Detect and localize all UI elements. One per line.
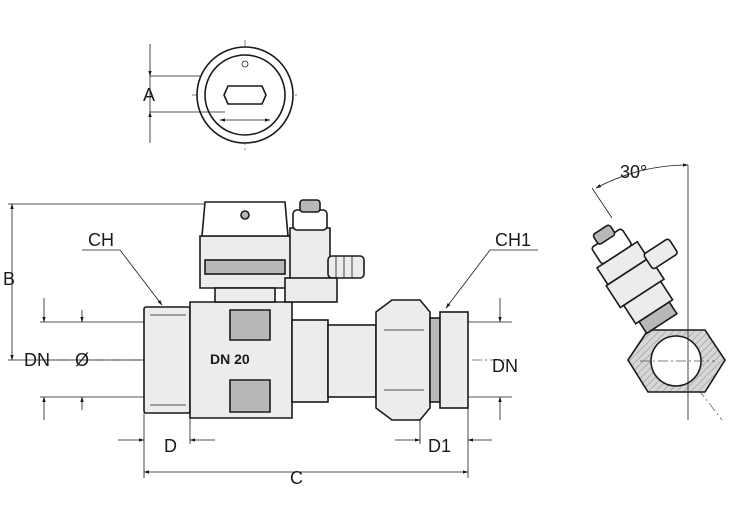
label-a: A [143, 85, 155, 105]
label-b: B [3, 269, 15, 289]
leader-ch1: CH1 [445, 230, 538, 309]
label-dn-right: DN [492, 356, 518, 376]
label-ch: CH [88, 230, 114, 250]
top-view-cap [192, 40, 300, 150]
front-view-valve: DN 20 [40, 199, 505, 421]
label-ch1: CH1 [495, 230, 531, 250]
dimension-b: B [3, 203, 205, 361]
label-d1: D1 [428, 436, 451, 456]
label-d: D [164, 436, 177, 456]
label-angle: 30° [620, 162, 647, 182]
side-view-valve [591, 224, 726, 421]
label-dn-left: DN [24, 350, 50, 370]
dimension-angle: 30° [591, 162, 689, 420]
dimension-d: D [118, 413, 215, 478]
dimension-d1: D1 [395, 408, 492, 478]
label-diameter: Ø [75, 350, 89, 370]
dimension-dn-left: DN Ø [24, 298, 144, 420]
dimension-c: C [143, 468, 469, 488]
dimension-a: A [143, 44, 225, 143]
leader-ch: CH [82, 230, 163, 306]
label-c: C [290, 468, 303, 488]
label-dn20: DN 20 [210, 351, 250, 367]
dimension-dn-right: DN [468, 298, 518, 420]
